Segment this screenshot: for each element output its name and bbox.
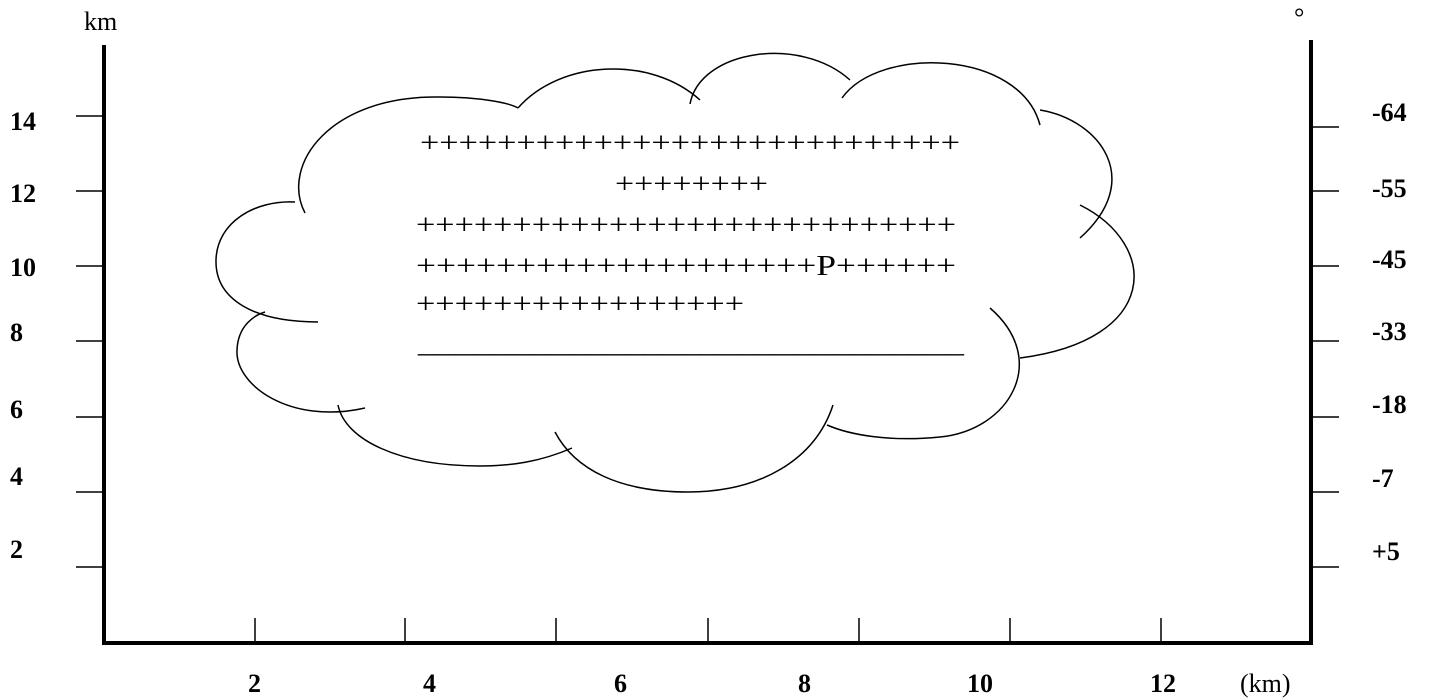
right-label-plus5: +5 — [1372, 537, 1400, 566]
bottom-label-4: 4 — [423, 669, 436, 698]
right-label-minus7: -7 — [1372, 464, 1394, 493]
right-axis-ticks — [1311, 126, 1339, 568]
right-label-minus64: -64 — [1372, 98, 1407, 127]
left-label-8: 8 — [10, 318, 23, 347]
bottom-axis-labels: 2 4 6 8 10 12 — [248, 669, 1176, 698]
right-axis-unit: ° — [1294, 3, 1304, 32]
left-label-4: 4 — [10, 462, 23, 491]
right-label-minus18: -18 — [1372, 390, 1407, 419]
bottom-axis-unit: (km) — [1240, 669, 1291, 698]
left-label-14: 14 — [10, 107, 36, 136]
positive-charge-row-5: +++++++++++++++++ — [416, 289, 744, 320]
positive-charge-row-3: ++++++++++++++++++++++++++++ — [416, 210, 956, 241]
right-label-minus55: -55 — [1372, 174, 1407, 203]
left-label-2: 2 — [10, 535, 23, 564]
positive-charge-row-2: ++++++++ — [615, 169, 768, 200]
negative-charge-row: _____________________________ — [417, 328, 966, 359]
bottom-label-12: 12 — [1150, 669, 1176, 698]
charge-distribution: ++++++++++++++++++++++++++++ ++++++++ ++… — [416, 128, 965, 359]
right-label-minus33: -33 — [1372, 317, 1407, 346]
bottom-label-8: 8 — [798, 669, 811, 698]
left-label-10: 10 — [10, 253, 36, 282]
left-axis-unit: km — [84, 7, 117, 36]
right-axis-labels: +5 -7 -18 -33 -45 -55 -64 — [1372, 98, 1407, 566]
bottom-label-6: 6 — [614, 669, 627, 698]
left-axis-ticks — [76, 115, 104, 568]
left-axis-labels: 2 4 6 8 10 12 14 — [10, 107, 36, 564]
left-label-12: 12 — [10, 179, 36, 208]
bottom-axis-ticks — [254, 618, 1162, 643]
cloud-outline — [215, 52, 1135, 493]
left-label-6: 6 — [10, 395, 23, 424]
right-label-minus45: -45 — [1372, 245, 1407, 274]
positive-charge-row-p: ++++++++++++++++++++P++++++ — [416, 251, 956, 282]
positive-charge-row-1: ++++++++++++++++++++++++++++ — [420, 128, 960, 159]
bottom-label-10: 10 — [967, 669, 993, 698]
bottom-label-2: 2 — [248, 669, 261, 698]
